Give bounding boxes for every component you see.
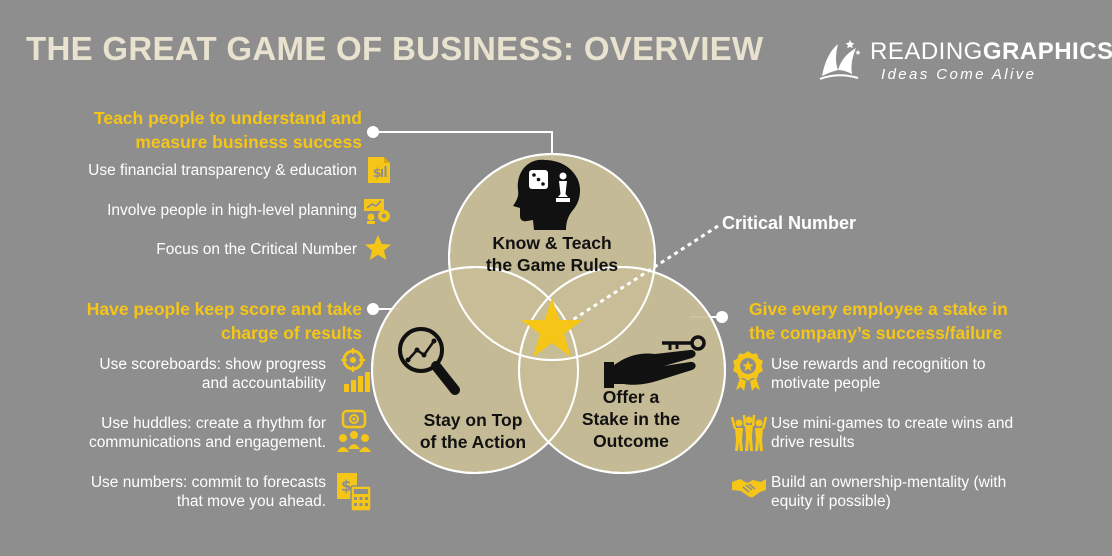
circle-right-label: Offer a Stake in the Outcome bbox=[581, 387, 681, 451]
section-top-item: Use financial transparency & education bbox=[88, 162, 357, 179]
section-right-item: Use mini-games to create wins and drive … bbox=[771, 415, 1014, 451]
financial-document-icon: $ bbox=[368, 157, 390, 183]
team-celebration-icon bbox=[730, 414, 768, 451]
section-left-item: Use huddles: create a rhythm for communi… bbox=[89, 415, 326, 451]
section-right-item: Build an ownership-mentality (with equit… bbox=[771, 474, 1007, 510]
handshake-icon bbox=[732, 479, 766, 498]
svg-text:$: $ bbox=[341, 477, 351, 495]
connector-top-dot bbox=[367, 126, 379, 138]
huddle-icon bbox=[337, 409, 371, 452]
hand-key-icon bbox=[604, 335, 706, 388]
planning-icon bbox=[364, 199, 390, 224]
head-strategy-icon bbox=[513, 159, 581, 230]
connector-right-dot bbox=[716, 311, 728, 323]
critical-star-icon bbox=[521, 298, 583, 357]
circle-top-label: Know & Teach the Game Rules bbox=[485, 233, 619, 275]
section-left-heading: Have people keep score and take charge o… bbox=[86, 299, 362, 343]
section-left-item: Use numbers: commit to forecasts that mo… bbox=[90, 474, 326, 510]
section-left-item: Use scoreboards: show progress and accou… bbox=[99, 356, 326, 392]
brand-logo-icon bbox=[819, 40, 861, 80]
section-right-heading: Give every employee a stake in the compa… bbox=[749, 299, 1008, 343]
section-top-item: Involve people in high-level planning bbox=[107, 202, 357, 219]
magnifier-chart-icon bbox=[398, 327, 460, 395]
section-top-heading: Teach people to understand and measure b… bbox=[93, 108, 362, 152]
brand-tagline: Ideas Come Alive bbox=[881, 66, 1037, 83]
critical-number-label: Critical Number bbox=[722, 213, 857, 233]
award-icon bbox=[733, 351, 763, 391]
connector-top bbox=[373, 131, 553, 158]
section-top-item: Focus on the Critical Number bbox=[156, 241, 357, 258]
brand-name: READINGGRAPHICS bbox=[870, 38, 1112, 65]
svg-text:$: $ bbox=[373, 166, 381, 180]
star-icon bbox=[365, 235, 391, 260]
connector-left-dot bbox=[367, 303, 379, 315]
calculator-icon: $ bbox=[337, 473, 372, 512]
scoreboard-icon bbox=[341, 348, 370, 392]
section-right-item: Use rewards and recognition to motivate … bbox=[771, 356, 986, 392]
page-title: THE GREAT GAME OF BUSINESS: OVERVIEW bbox=[26, 30, 764, 67]
circle-left-label: Stay on Top of the Action bbox=[419, 410, 527, 452]
